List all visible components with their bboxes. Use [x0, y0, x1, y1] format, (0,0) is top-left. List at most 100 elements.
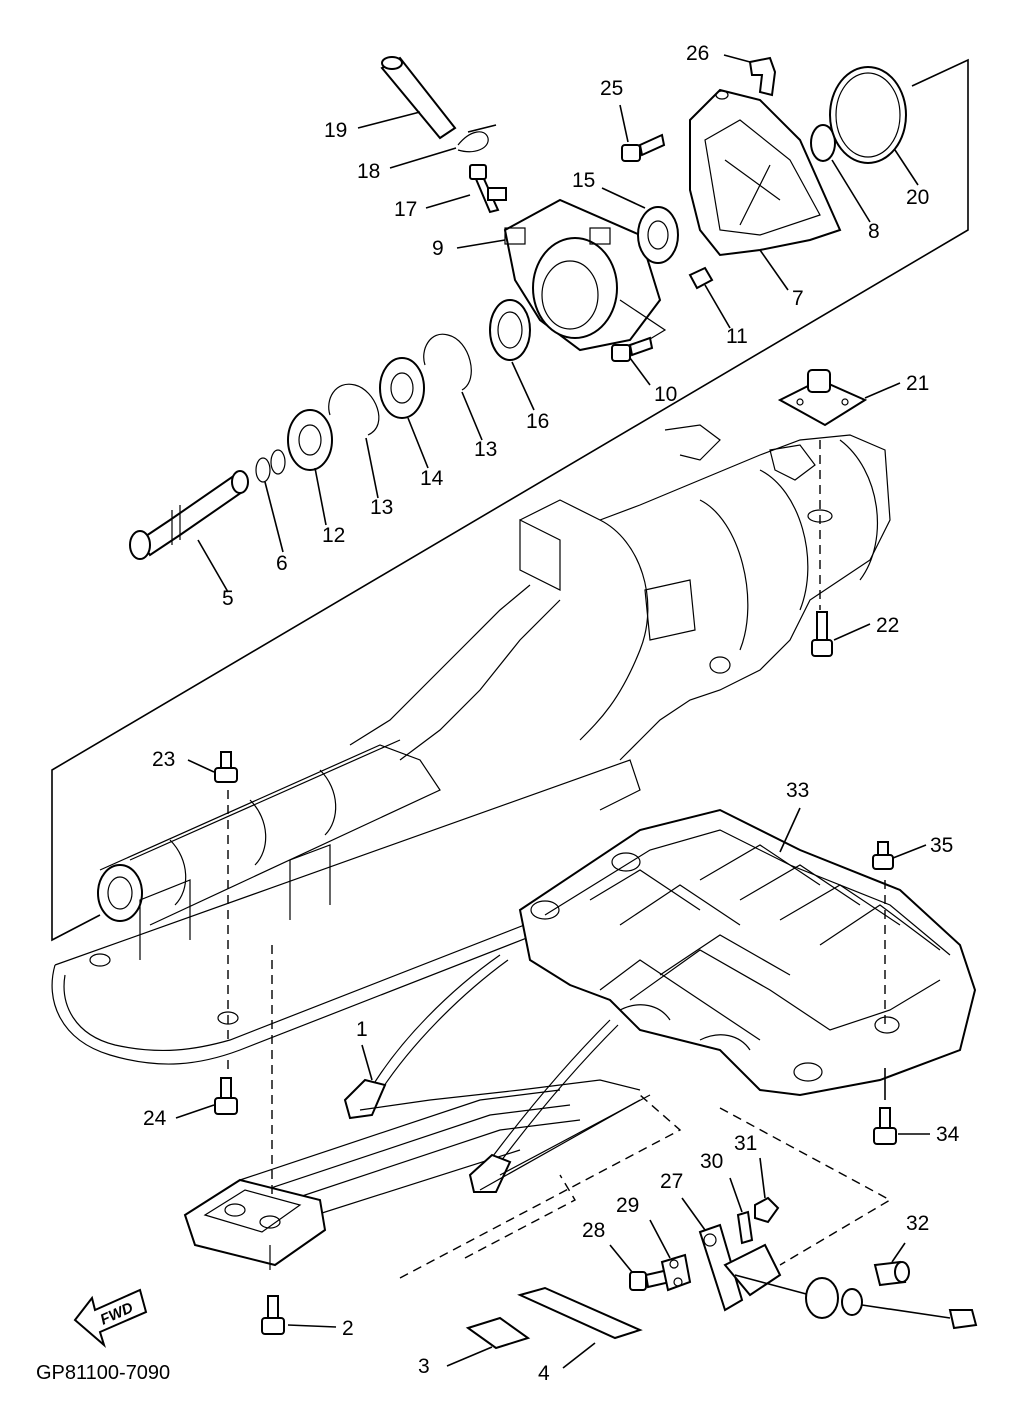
pump-cover [689, 88, 842, 257]
bolt-25 [621, 133, 666, 162]
plate-21 [777, 369, 868, 427]
callout-28: 28 [582, 1219, 605, 1242]
callout-16: 16 [526, 410, 549, 433]
callout-32: 32 [906, 1212, 929, 1235]
leader-line-19 [357, 111, 421, 129]
callout-5: 5 [222, 587, 234, 610]
plate-29 [660, 1253, 692, 1292]
bolt-22 [811, 611, 833, 657]
callout-29: 29 [616, 1194, 639, 1217]
callout-35: 35 [930, 834, 953, 857]
pin [380, 56, 457, 140]
leader-line-8 [831, 159, 871, 223]
callout-7: 7 [792, 287, 804, 310]
leader-line-30 [729, 1177, 743, 1213]
callout-1: 1 [356, 1018, 368, 1041]
pad-3 [465, 1316, 531, 1350]
bearing-12 [287, 409, 333, 471]
callout-14: 14 [420, 467, 444, 490]
leader-line-11 [704, 284, 731, 329]
ride-plate-right [468, 1019, 651, 1193]
clip [457, 124, 497, 153]
callout-13: 13 [370, 496, 393, 519]
callout-24: 24 [143, 1107, 167, 1130]
leader-line-27 [681, 1197, 706, 1231]
leader-line-21 [864, 382, 901, 399]
sleeve-32 [873, 1260, 910, 1287]
leader-line-10 [629, 357, 651, 386]
callout-19: 19 [324, 119, 347, 142]
leader-line-20 [894, 149, 919, 186]
circlip-upper [423, 333, 472, 391]
callout-15: 15 [572, 169, 595, 192]
o-ring-small [810, 124, 836, 162]
leader-line-17 [425, 194, 471, 209]
leader-line-22 [833, 623, 871, 641]
diagram-code: GP81100-7090 [36, 1362, 170, 1384]
callout-13: 13 [474, 438, 497, 461]
drive-shaft-tube [97, 739, 441, 926]
bearing-housing [503, 198, 667, 352]
strip-4 [517, 1286, 643, 1340]
callout-27: 27 [660, 1170, 683, 1193]
callout-23: 23 [152, 748, 175, 771]
leader-line-16 [511, 361, 535, 411]
callout-33: 33 [786, 779, 809, 802]
leader-line-7 [759, 249, 789, 291]
leader-line-28 [609, 1244, 633, 1273]
callout-30: 30 [700, 1150, 723, 1173]
leader-line-14 [407, 417, 429, 469]
callout-3: 3 [418, 1355, 430, 1378]
leader-line-18 [389, 147, 457, 169]
bolt-2 [261, 1295, 285, 1335]
callout-8: 8 [868, 220, 880, 243]
callout-11: 11 [726, 325, 748, 348]
assembly-frame [51, 58, 969, 942]
callout-9: 9 [432, 237, 444, 260]
leader-line-1 [361, 1044, 373, 1081]
callout-20: 20 [906, 186, 929, 209]
callout-17: 17 [394, 198, 417, 221]
bolt-34 [873, 1107, 897, 1145]
callout-10: 10 [654, 383, 677, 406]
leader-line-23 [187, 759, 215, 773]
leader-line-6 [264, 481, 284, 553]
leader-line-32 [891, 1242, 906, 1263]
bolt-10 [611, 336, 654, 362]
callout-21: 21 [906, 372, 929, 395]
callout-18: 18 [357, 160, 380, 183]
leader-line-35 [892, 844, 927, 859]
o-ring-6a [255, 457, 271, 483]
bolt-23 [214, 751, 238, 783]
mount-block [183, 1178, 327, 1270]
seal [489, 299, 531, 361]
bolt-17 [469, 164, 507, 214]
leader-line-29 [649, 1219, 671, 1259]
intake-grate [518, 808, 977, 1097]
dowel [688, 266, 714, 290]
leader-line-12 [314, 467, 327, 526]
leader-line-5 [197, 539, 229, 593]
fwd-arrow-icon: FWD [73, 1288, 148, 1349]
callout-2: 2 [342, 1317, 354, 1340]
leader-line-13 [461, 391, 483, 441]
bearing-15 [637, 206, 679, 264]
leader-line-9 [456, 239, 506, 249]
bolt-35 [872, 841, 894, 870]
bracket-27 [698, 1223, 782, 1312]
pump-housing [349, 424, 891, 761]
frame-lower-mid [464, 1174, 576, 1259]
callout-12: 12 [322, 524, 345, 547]
tab [748, 56, 777, 97]
leader-line-13 [365, 437, 379, 499]
hull-plate [51, 759, 641, 1065]
callout-4: 4 [538, 1362, 550, 1385]
plate-30 [736, 1210, 754, 1245]
frame-lower-left [399, 1094, 682, 1279]
leader-line-3 [446, 1346, 493, 1367]
ride-plate [239, 954, 641, 1221]
circlip-lower [328, 383, 380, 436]
leader-line-31 [759, 1157, 766, 1199]
callout-25: 25 [600, 77, 623, 100]
callout-34: 34 [936, 1123, 960, 1146]
